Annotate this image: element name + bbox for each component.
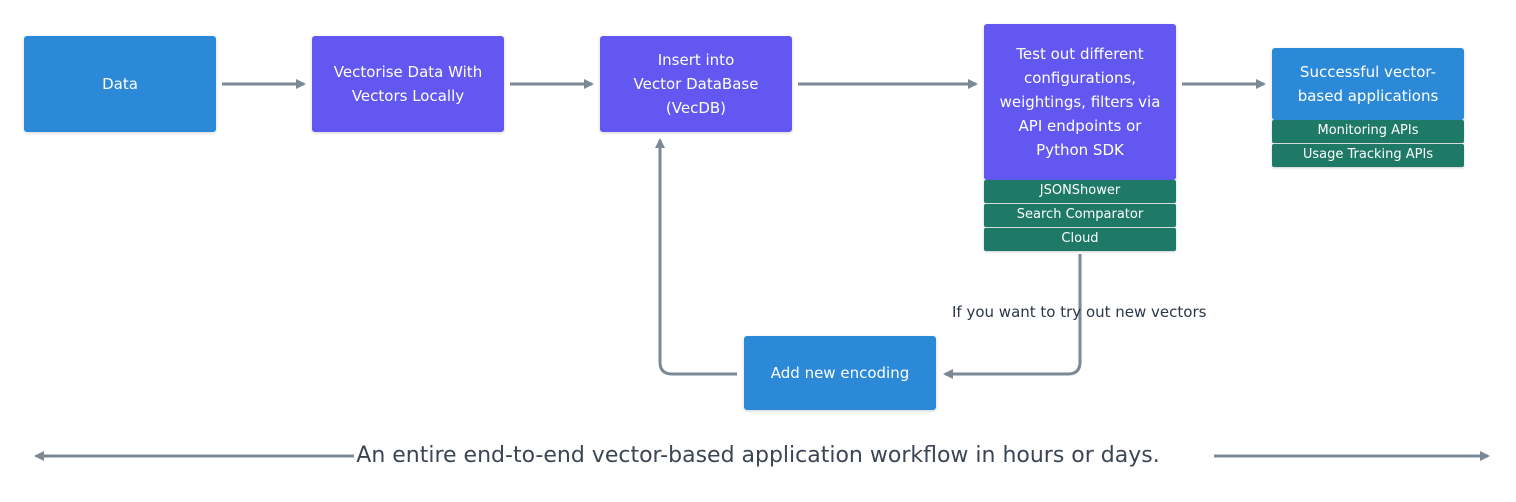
footer-caption: An entire end-to-end vector-based applic… <box>0 440 1516 472</box>
node-vectorise[interactable]: Vectorise Data With Vectors Locally <box>312 36 504 132</box>
node-data[interactable]: Data <box>24 36 216 132</box>
arrow-add-encoding-to-insert <box>655 138 737 376</box>
tool-tag-usage-tracking-apis[interactable]: Usage Tracking APIs <box>1272 144 1464 167</box>
arrow-cloud-to-add-encoding <box>943 254 1082 379</box>
footer-text: An entire end-to-end vector-based applic… <box>354 443 1162 468</box>
tool-tag-cloud[interactable]: Cloud <box>984 228 1176 251</box>
node-insert-vecdb[interactable]: Insert into Vector DataBase (VecDB) <box>600 36 792 132</box>
node-test-configurations[interactable]: Test out different configurations, weigh… <box>984 24 1176 180</box>
node-successful-applications[interactable]: Successful vector- based applications <box>1272 48 1464 120</box>
tool-tag-search-comparator[interactable]: Search Comparator <box>984 204 1176 227</box>
tool-tag-jsonshower[interactable]: JSONShower <box>984 180 1176 203</box>
edge-label-try-new-vectors: If you want to try out new vectors <box>952 303 1207 321</box>
tool-tag-monitoring-apis[interactable]: Monitoring APIs <box>1272 120 1464 143</box>
node-add-new-encoding[interactable]: Add new encoding <box>744 336 936 410</box>
